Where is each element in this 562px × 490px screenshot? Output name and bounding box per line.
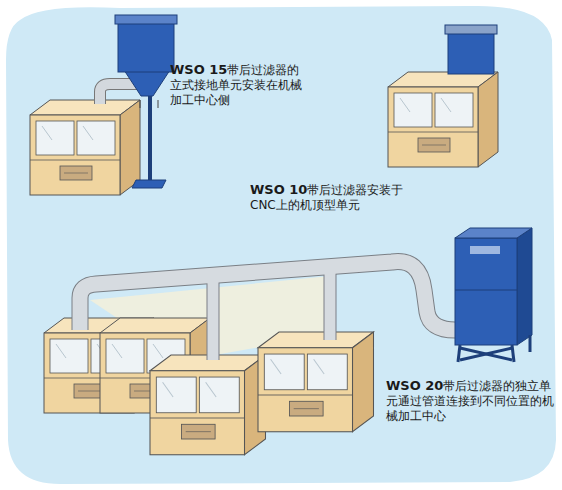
unit-cap [455,228,532,238]
duct-network [80,262,455,360]
machine-center [388,72,498,167]
machine-center [258,332,374,432]
unit-side [517,228,532,345]
hopper [124,70,170,96]
logo-plate [470,246,500,254]
caption: WSO 15带后过滤器的立式接地单元安装在机械加工中心侧 [170,62,308,108]
machine-center [30,100,140,195]
model-name: WSO 10 [250,182,307,197]
machine-center [150,355,266,455]
unit-cap [445,25,497,34]
duct [100,84,140,104]
clamp [140,100,158,108]
unit-cap [115,15,177,24]
panel-line [455,290,517,291]
caption: WSO 20带后过滤器的独立单元通过管道连接到不同位置的机械加工中心 [386,378,554,424]
model-name: WSO 20 [386,378,443,393]
stand-base [132,180,166,188]
caption: WSO 10带后过滤器安装于CNC上的机顶型单元 [250,182,422,213]
filter-unit [448,32,494,74]
filter-unit [118,22,174,72]
filter-unit [455,238,517,345]
background [6,6,556,484]
duct [100,84,140,104]
model-name: WSO 15 [170,62,227,77]
stand [148,96,152,180]
unit-legs [458,335,530,362]
